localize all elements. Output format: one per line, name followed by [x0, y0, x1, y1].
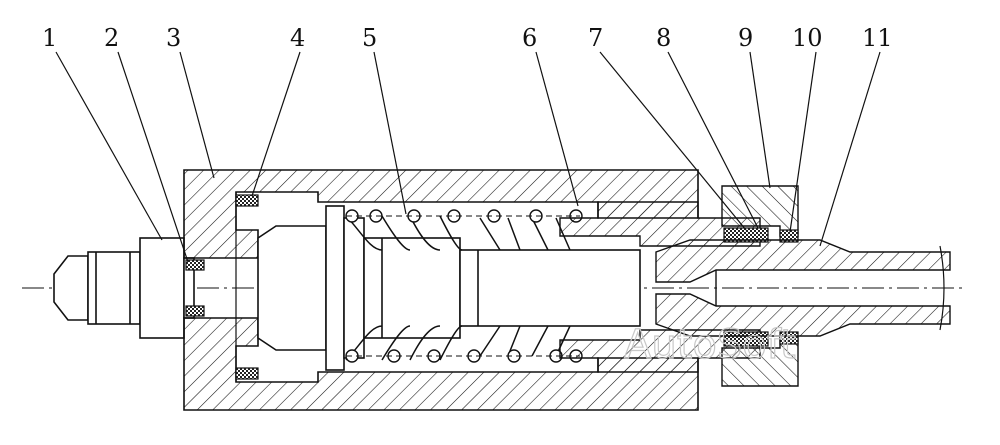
leader-lines — [55, 51, 881, 263]
guide-sleeve — [559, 201, 761, 373]
callout-2: 2 — [104, 24, 119, 52]
inlet-fitting — [53, 237, 195, 339]
spring — [345, 215, 571, 361]
seal-ring-bottom — [235, 367, 259, 380]
callout-8: 8 — [656, 24, 671, 52]
callouts: 1 2 3 4 5 6 7 8 9 10 11 — [42, 24, 893, 52]
callout-1: 1 — [42, 24, 57, 52]
callout-7: 7 — [588, 24, 603, 52]
fitting-seal-bottom — [185, 305, 205, 317]
piston-assembly — [257, 205, 641, 371]
output-rod — [655, 239, 951, 337]
callout-10: 10 — [792, 24, 823, 52]
callout-3: 3 — [166, 24, 181, 52]
callout-9: 9 — [738, 24, 753, 52]
seal-ring-top — [235, 194, 259, 207]
fitting-seal-top — [185, 259, 205, 271]
watermark: AutoSoft — [624, 322, 796, 368]
callout-5: 5 — [362, 24, 377, 52]
callout-4: 4 — [290, 24, 305, 52]
callout-6: 6 — [522, 24, 537, 52]
callout-11: 11 — [862, 24, 893, 52]
